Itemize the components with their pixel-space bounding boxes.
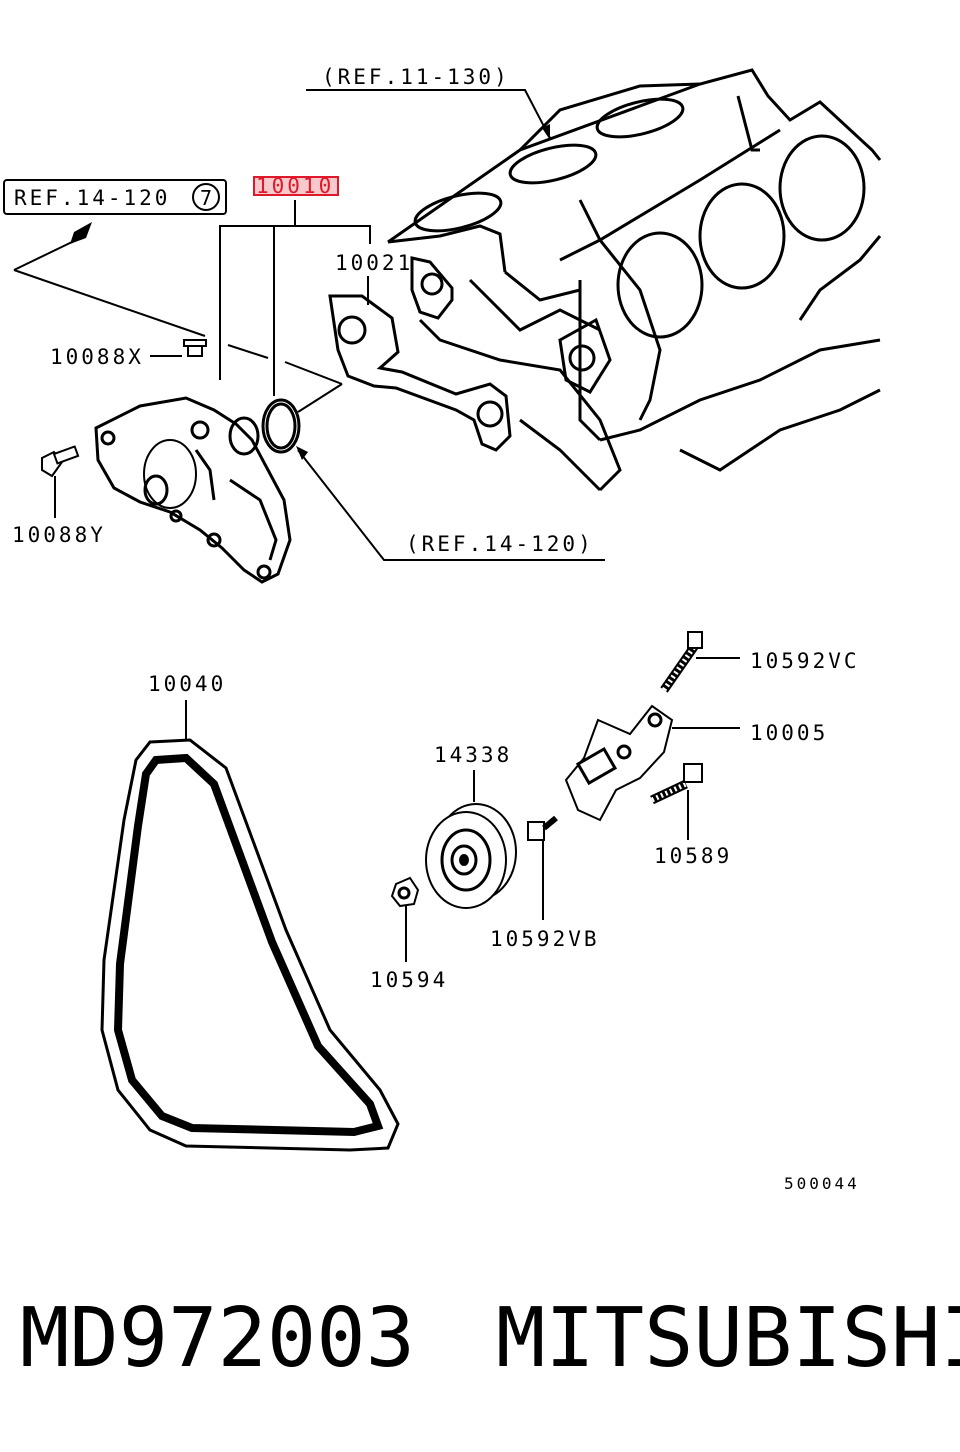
ref-14-120-box-label: REF.14-120 — [14, 186, 170, 210]
belt-10040-drawing — [100, 738, 400, 1152]
diagram-code-label: 500044 — [784, 1174, 860, 1193]
part-10010-label: 10010 — [256, 174, 334, 198]
tensioner-bracket-10005-drawing — [564, 704, 674, 822]
bolt-10088x-drawing — [183, 339, 207, 357]
o-ring-inner-drawing — [265, 402, 297, 450]
ref-14-120-box — [3, 179, 227, 215]
nut-10594-drawing — [390, 876, 420, 908]
footer-part-number: MD972003 — [20, 1291, 415, 1386]
leader-lines-upper — [13, 89, 605, 561]
ref-circle-number: 7 — [200, 186, 212, 210]
part-10005-label: 10005 — [750, 721, 828, 745]
ref-14-120-label: (REF.14-120) — [406, 532, 594, 556]
ref-circle — [192, 183, 220, 211]
footer-brand: MITSUBISHI — [496, 1291, 960, 1386]
idler-pulley-14338-drawing — [425, 803, 517, 909]
part-10040-label: 10040 — [148, 672, 226, 696]
leader-lines-lower — [185, 657, 740, 962]
engine-block-drawing — [387, 68, 882, 492]
bolt-10592vc-drawing — [660, 631, 703, 693]
part-10021-label: 10021 — [335, 251, 413, 275]
ref-11-130-label: (REF.11-130) — [322, 65, 510, 89]
part-10592vc-label: 10592VC — [750, 649, 860, 673]
gasket-10021-drawing — [328, 294, 512, 452]
part-10589-label: 10589 — [654, 844, 732, 868]
water-pump-drawing — [94, 396, 292, 584]
highlight-box-10010 — [253, 176, 339, 196]
part-10088x-label: 10088X — [50, 345, 144, 369]
part-10594-label: 10594 — [370, 968, 448, 992]
o-ring-drawing — [261, 398, 301, 454]
bolt-10589-drawing — [650, 763, 703, 805]
part-10592vb-label: 10592VB — [490, 927, 600, 951]
part-14338-label: 14338 — [434, 743, 512, 767]
bolt-10088y-drawing — [41, 445, 80, 478]
part-10088y-label: 10088Y — [12, 523, 106, 547]
bolt-10592vb-drawing — [527, 815, 558, 841]
